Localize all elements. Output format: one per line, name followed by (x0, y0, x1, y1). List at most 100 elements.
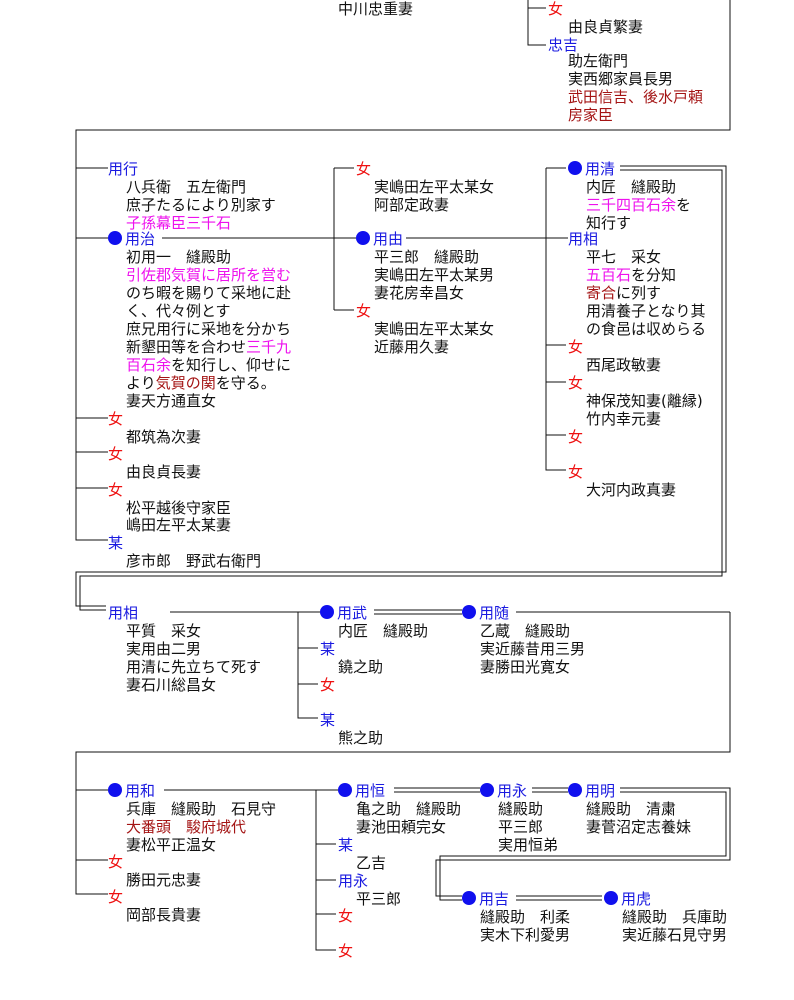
female-i-detail: 岡部長貴妻 (126, 906, 202, 924)
yoshiharu-detail-3: のち暇を賜りて采地に赴 (126, 284, 292, 302)
yoshitora-name: 用虎 (621, 890, 652, 908)
yoshikiyo-detail-3: 知行す (586, 214, 632, 232)
main-line-dot (320, 605, 334, 619)
yoshiharu-detail-1: 初用一 縫殿助 (126, 248, 232, 266)
bo2-detail: 鐃之助 (338, 658, 384, 676)
tadayoshi-name: 忠吉 (548, 36, 579, 54)
female-top: 女 (548, 0, 564, 18)
yoshiharu-detail-6a: 新墾田等を合わせ (126, 338, 247, 356)
yoshitsune-detail-1: 亀之助 縫殿助 (356, 800, 462, 818)
yoshiharu-detail-4: く、代々例とす (126, 302, 231, 320)
yoshisuke2-detail-2: 実用由二男 (126, 640, 202, 658)
yoshinaga-name: 用永 (497, 782, 528, 800)
yoshisuke2-name: 用相 (108, 604, 139, 622)
yoshisuke-detail-2: 五百石を分知 (586, 266, 676, 284)
yoshiyuki-name: 用行 (108, 160, 139, 178)
yoshinaga-b-name: 用永 (338, 872, 369, 890)
nakagawa-wife: 中川忠重妻 (338, 0, 414, 18)
yoshiyoshi2-name: 用吉 (479, 890, 510, 908)
yoshiharu-detail-8b: 気賀の関 (155, 374, 216, 392)
yoshisuke-name: 用相 (568, 230, 599, 248)
yoshisuke-detail-2a: 五百石 (586, 266, 632, 284)
main-line-dot (604, 891, 618, 905)
yoshikazu-detail-1: 兵庫 縫殿助 石見守 (126, 800, 277, 818)
yoshiharu-detail-8c: を守る。 (215, 374, 276, 392)
female-a-detail-2: 阿部定政妻 (374, 196, 450, 214)
yoshisuke2-detail-1: 平質 采女 (126, 622, 202, 640)
yoshiyuki2-detail-3: 妻勝田光寛女 (480, 658, 571, 676)
yoshiharu-detail-7b: を知行し、仰せに (171, 356, 292, 374)
yoshitake-detail: 内匠 縫殿助 (338, 622, 429, 640)
yoshiyuki2-detail-2: 実近藤昔用三男 (480, 640, 586, 658)
female-f-detail: 大河内政真妻 (586, 481, 677, 499)
female-a-detail-1: 実嶋田左平太某女 (374, 178, 495, 196)
yoshitsune-detail-2: 妻池田頼完女 (356, 818, 447, 836)
female-h-detail: 勝田元忠妻 (126, 871, 202, 889)
yoshisuke-detail-4: 用清養子となり其 (586, 302, 706, 320)
female-b: 女 (356, 302, 372, 320)
bo-name: 某 (108, 534, 124, 552)
female-h: 女 (108, 853, 124, 871)
yoshikiyo-detail-2: 三千四百石余を (586, 196, 691, 214)
tadayoshi-detail-1: 助左衛門 (568, 52, 629, 70)
female-j: 女 (338, 907, 354, 925)
yoshikiyo-detail-2b: を (676, 196, 692, 214)
yoshinaga-detail-2: 平三郎 (498, 818, 544, 836)
yoshiharu-detail-6b: 三千九 (246, 338, 292, 356)
tadayoshi-detail-3: 武田信吉、後水戸頼 (568, 88, 704, 106)
yoshiaki-detail-2: 妻菅沼定志養妹 (586, 818, 692, 836)
female-c-detail: 西尾政敏妻 (586, 356, 662, 374)
yoshisuke-detail-2b: を分知 (631, 266, 677, 284)
female-1-detail: 都筑為次妻 (126, 428, 202, 446)
yoshikazu-name: 用和 (125, 782, 156, 800)
main-line-dot (462, 605, 476, 619)
yoshiyoshi-detail-2: 実嶋田左平太某男 (374, 266, 495, 284)
yoshikazu-detail-3: 妻松平正温女 (126, 836, 217, 854)
tadayoshi-detail-2: 実西郷家員長男 (568, 70, 674, 88)
bo3-detail: 熊之助 (338, 729, 384, 747)
female-k: 女 (338, 942, 354, 960)
yoshiyuki-detail-3: 子孫幕臣三千石 (126, 214, 232, 232)
yoshitsune-name: 用恒 (355, 782, 386, 800)
female-g: 女 (320, 676, 336, 694)
main-line-dot (480, 783, 494, 797)
yoshinaga-detail-1: 縫殿助 (498, 800, 544, 818)
yoshisuke-detail-1: 平七 采女 (586, 248, 662, 266)
yoshiyuki2-name: 用随 (479, 604, 510, 622)
main-line-dot (108, 783, 122, 797)
yoshiyoshi-detail-1: 平三郎 縫殿助 (374, 248, 480, 266)
yoshisuke2-detail-3: 用清に先立ちて死す (126, 658, 262, 676)
yoshiaki-detail-1: 縫殿助 清粛 (586, 800, 677, 818)
yoshinaga-b-detail: 平三郎 (356, 890, 402, 908)
tadayoshi-detail-4: 房家臣 (568, 106, 614, 124)
female-b-detail-2: 近藤用久妻 (374, 338, 450, 356)
main-line-dot (356, 231, 370, 245)
yoshiaki-name: 用明 (585, 782, 616, 800)
female-2-detail: 由良貞長妻 (126, 463, 202, 481)
female-3: 女 (108, 481, 124, 499)
yoshikazu-detail-2: 大番頭 駿府城代 (126, 818, 247, 836)
bo3-name: 某 (320, 711, 336, 729)
yoshitora-detail-1: 縫殿助 兵庫助 (622, 908, 728, 926)
female-i: 女 (108, 888, 124, 906)
yoshikiyo-detail-2a: 三千四百石余 (586, 196, 677, 214)
yoshiyoshi-detail-3: 妻花房幸昌女 (374, 284, 465, 302)
female-b-detail-1: 実嶋田左平太某女 (374, 320, 495, 338)
yoshiharu-detail-8: より気賀の関を守る。 (126, 374, 276, 392)
yoshiharu-detail-5: 庶兄用行に采地を分かち (126, 320, 292, 338)
yoshiharu-detail-6: 新墾田等を合わせ三千九 (126, 338, 291, 356)
main-line-dot (568, 161, 582, 175)
yoshitake-name: 用武 (337, 604, 368, 622)
female-d-detail-1: 神保茂知妻(離縁) (586, 392, 703, 410)
yoshikiyo-name: 用清 (585, 160, 616, 178)
female-d-detail-2: 竹内幸元妻 (586, 410, 662, 428)
yoshiyoshi2-detail-1: 縫殿助 利柔 (480, 908, 571, 926)
yoshitora-detail-2: 実近藤石見守男 (622, 926, 728, 944)
yura-sadashige-wife: 由良貞繁妻 (568, 18, 644, 36)
yoshisuke-detail-5: の食邑は収めらる (586, 320, 707, 338)
female-3-detail-1: 松平越後守家臣 (126, 499, 232, 517)
female-d: 女 (568, 374, 584, 392)
main-line-dot (108, 231, 122, 245)
yoshiharu-detail-7a: 百石余 (126, 356, 172, 374)
